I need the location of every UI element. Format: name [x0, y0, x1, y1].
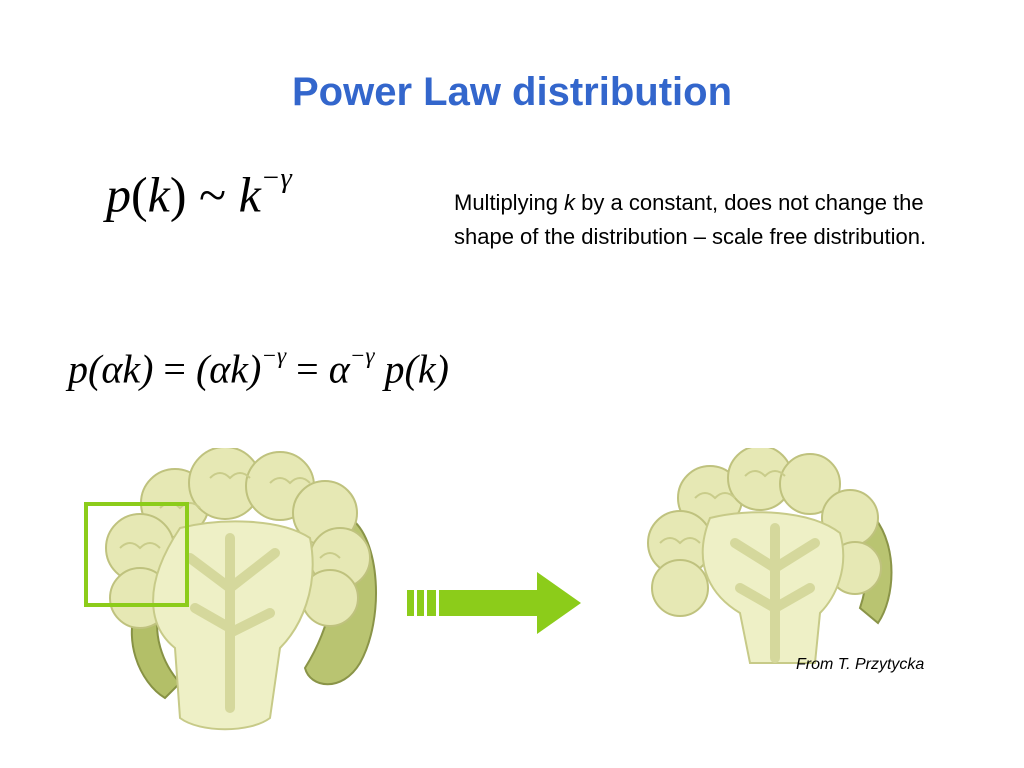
desc-part1: Multiplying: [454, 190, 565, 215]
eq1-k2: k: [238, 166, 261, 223]
desc-k: k: [564, 190, 576, 215]
eq1-p: p: [106, 166, 131, 223]
scale-free-description: Multiplying k by a constant, does not ch…: [454, 186, 954, 254]
cauliflower-zoomed-section-icon: [647, 448, 893, 664]
eq1-tilde: ~: [199, 166, 227, 223]
eq2-exp1: −γ: [261, 343, 287, 369]
eq2-term2: (αk): [195, 346, 262, 392]
eq2-term4: p(k): [384, 346, 449, 392]
eq2-alpha: α: [328, 346, 350, 392]
eq1-k: k: [147, 166, 170, 223]
power-law-equation: p(k) ~ k−γ: [106, 162, 292, 224]
desc-part2: by a constant, does not change the shape…: [454, 190, 927, 249]
slide-title: Power Law distribution: [291, 70, 733, 114]
eq1-rparen: ): [169, 166, 187, 223]
scaling-equation: p(αk) = (αk)−γ = α−γ p(k): [68, 343, 449, 393]
eq1-exponent: −γ: [260, 162, 292, 194]
right-arrow-icon: [407, 572, 581, 634]
eq2-equals1: =: [163, 346, 186, 392]
eq2-equals2: =: [296, 346, 319, 392]
eq2-exp2: −γ: [349, 343, 375, 369]
image-credit: From T. Przytycka: [796, 656, 925, 673]
selection-box: [84, 502, 189, 607]
cauliflower-cross-section-icon: [84, 448, 377, 731]
eq1-lparen: (: [131, 166, 148, 223]
eq2-term1: p(αk): [68, 346, 154, 392]
